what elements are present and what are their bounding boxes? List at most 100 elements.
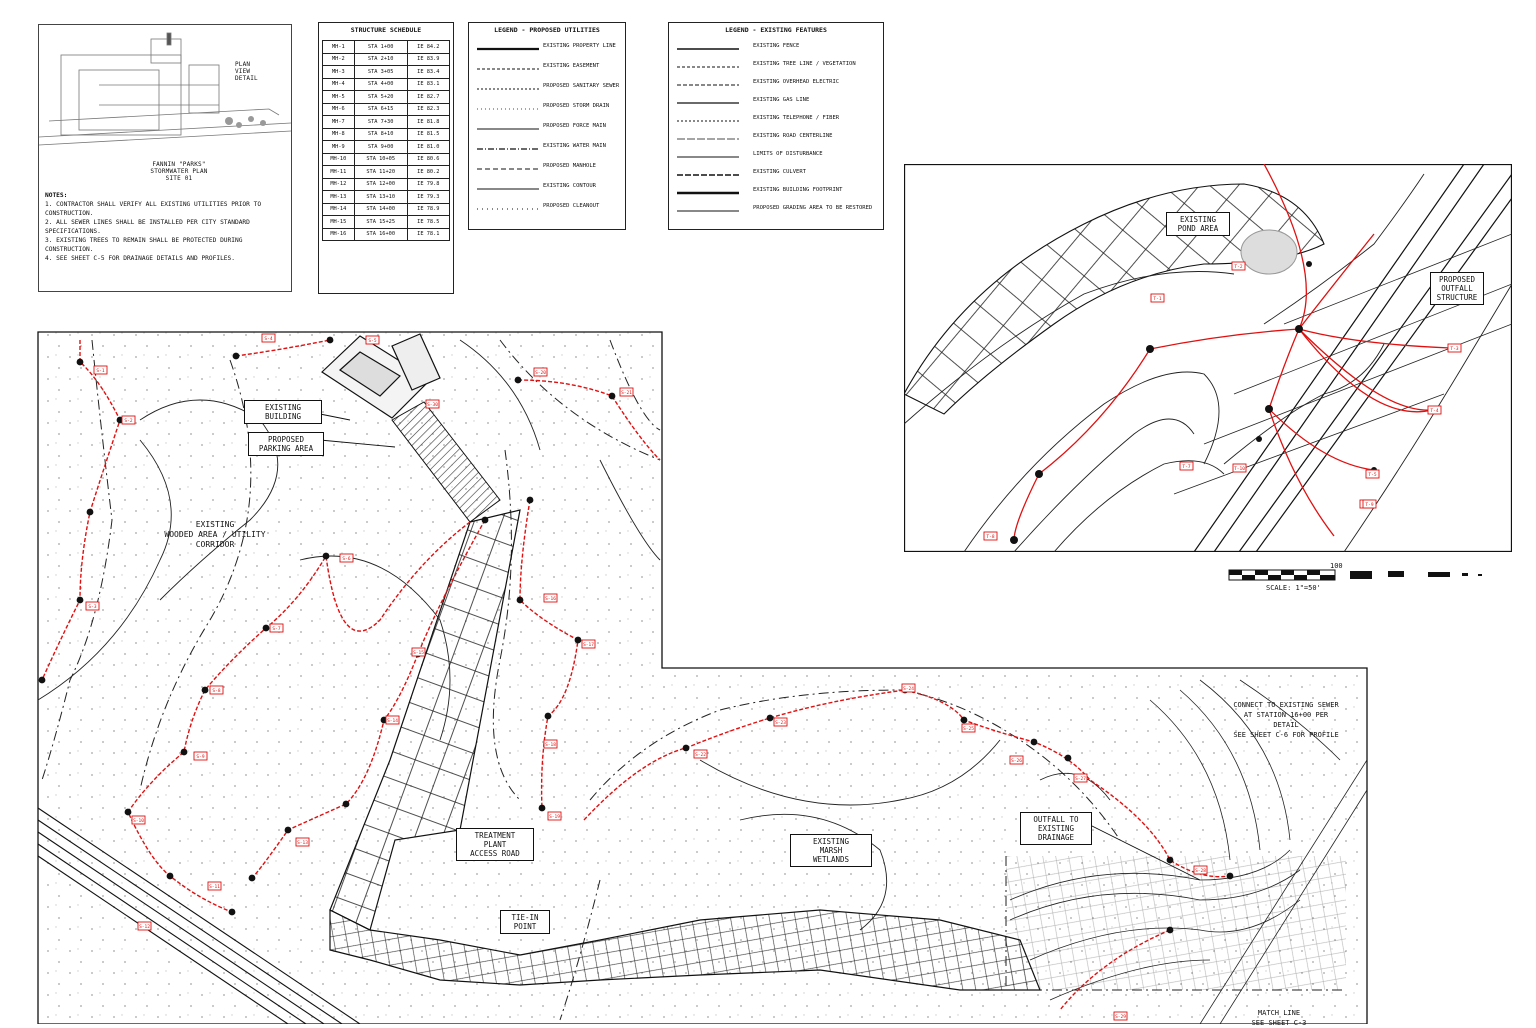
inset-sewer xyxy=(1013,164,1451,541)
manhole-marker xyxy=(248,874,256,882)
title-thumbnail: FANNIN "PARKS" STORMWATER PLAN SITE 01 P… xyxy=(38,24,292,292)
svg-text:S-10: S-10 xyxy=(133,818,144,824)
pond xyxy=(1240,229,1298,275)
legend-label: EXISTING ROAD CENTERLINE xyxy=(753,133,833,139)
station-tag: S-2 xyxy=(121,415,136,425)
svg-text:S-20: S-20 xyxy=(535,370,546,376)
legend-label: PROPOSED STORM DRAIN xyxy=(543,103,610,109)
legend-row: PROPOSED FORCE MAIN xyxy=(469,120,625,140)
svg-text:T-5: T-5 xyxy=(1368,472,1376,478)
legend-row: PROPOSED GRADING AREA TO BE RESTORED xyxy=(669,202,883,220)
existing-building xyxy=(321,333,441,419)
legend-swatch xyxy=(677,191,739,195)
svg-text:S-24: S-24 xyxy=(903,686,914,692)
svg-text:S-21: S-21 xyxy=(621,390,632,396)
manhole-marker xyxy=(608,392,616,400)
svg-text:S-9: S-9 xyxy=(196,754,204,760)
legend-swatch xyxy=(677,66,739,68)
scale-label: SCALE: 1"=50' xyxy=(1266,584,1321,592)
legend-label: EXISTING TELEPHONE / FIBER xyxy=(753,115,840,121)
manhole-marker xyxy=(526,496,534,504)
manhole-marker xyxy=(1166,926,1174,934)
svg-text:T-9: T-9 xyxy=(1365,502,1373,508)
legend-label: PROPOSED MANHOLE xyxy=(543,163,596,169)
inset-station-tag: T-7 xyxy=(1179,461,1194,471)
station-tag: S-6 xyxy=(339,553,354,563)
legend-row: EXISTING GAS LINE xyxy=(669,94,883,112)
station-tag: S-3 xyxy=(85,601,100,611)
station-tag: S-9 xyxy=(193,751,208,761)
manhole-marker xyxy=(682,744,690,752)
svg-text:S-2: S-2 xyxy=(124,418,132,424)
legend-row: PROPOSED MANHOLE xyxy=(469,160,625,180)
manhole-marker xyxy=(86,508,94,516)
legend-swatch xyxy=(677,174,739,176)
schedule-cell: IE 78.1 xyxy=(406,227,451,241)
station-tag: S-18 xyxy=(543,739,558,749)
legend-row: EXISTING OVERHEAD ELECTRIC xyxy=(669,76,883,94)
legend-swatch xyxy=(477,208,539,210)
manhole-marker xyxy=(574,636,582,644)
manhole-marker xyxy=(180,748,188,756)
manhole-marker xyxy=(960,716,968,724)
station-tag: S-8 xyxy=(209,685,224,695)
svg-text:S-1: S-1 xyxy=(96,368,104,374)
schedule-cell: MH-16 xyxy=(322,227,355,241)
legend-label: EXISTING CULVERT xyxy=(753,169,806,175)
manhole-marker xyxy=(326,336,334,344)
manhole-marker xyxy=(1030,738,1038,746)
legend-proposed-heading: LEGEND - PROPOSED UTILITIES xyxy=(494,26,600,34)
station-tag: S-4 xyxy=(261,333,276,343)
station-tag: S-28 xyxy=(1193,865,1208,875)
svg-text:T-4: T-4 xyxy=(1430,408,1438,414)
inset-station-tag: T-4 xyxy=(1427,405,1442,415)
legend-row: EXISTING WATER MAIN xyxy=(469,140,625,160)
note-item: 4. SEE SHEET C-5 FOR DRAINAGE DETAILS AN… xyxy=(45,255,235,262)
legend-swatch xyxy=(677,156,739,158)
legend-swatch xyxy=(677,48,739,50)
manhole-marker xyxy=(544,712,552,720)
svg-text:S-12: S-12 xyxy=(139,924,150,930)
manhole-marker xyxy=(166,872,174,880)
building-sketch xyxy=(39,32,291,146)
svg-text:S-4: S-4 xyxy=(264,336,272,342)
station-tag: S-20 xyxy=(533,367,548,377)
thumb-notes: NOTES: 1. CONTRACTOR SHALL VERIFY ALL EX… xyxy=(45,191,285,263)
manhole-marker xyxy=(201,686,209,694)
paved-corridor-grid xyxy=(329,509,521,931)
legend-label: LIMITS OF DISTURBANCE xyxy=(753,151,823,157)
legend-row: EXISTING TELEPHONE / FIBER xyxy=(669,112,883,130)
station-tag: S-26 xyxy=(1009,755,1024,765)
manhole-marker xyxy=(481,516,489,524)
svg-text:S-5: S-5 xyxy=(368,338,376,344)
manhole-marker xyxy=(1064,754,1072,762)
legend-swatch xyxy=(677,84,739,86)
legend-label: PROPOSED SANITARY SEWER xyxy=(543,83,620,89)
inset-station-tag: T-10 xyxy=(1232,463,1247,473)
manhole-marker xyxy=(514,376,522,384)
legend-label: EXISTING OVERHEAD ELECTRIC xyxy=(753,79,840,85)
inset-station-tag: T-8 xyxy=(983,531,998,541)
station-tag: S-21 xyxy=(619,387,634,397)
legend-row: EXISTING PROPERTY LINE xyxy=(469,40,625,60)
svg-text:S-18: S-18 xyxy=(545,742,556,748)
manhole-marker xyxy=(284,826,292,834)
station-tag: S-11 xyxy=(207,881,222,891)
thumb-caption: FANNIN "PARKS" STORMWATER PLAN SITE 01 xyxy=(150,161,208,182)
legend-row: EXISTING BUILDING FOOTPRINT xyxy=(669,184,883,202)
svg-text:S-22: S-22 xyxy=(695,752,706,758)
svg-text:S-8: S-8 xyxy=(212,688,220,694)
station-tag: S-22 xyxy=(693,749,708,759)
svg-text:T-10: T-10 xyxy=(1234,466,1245,472)
